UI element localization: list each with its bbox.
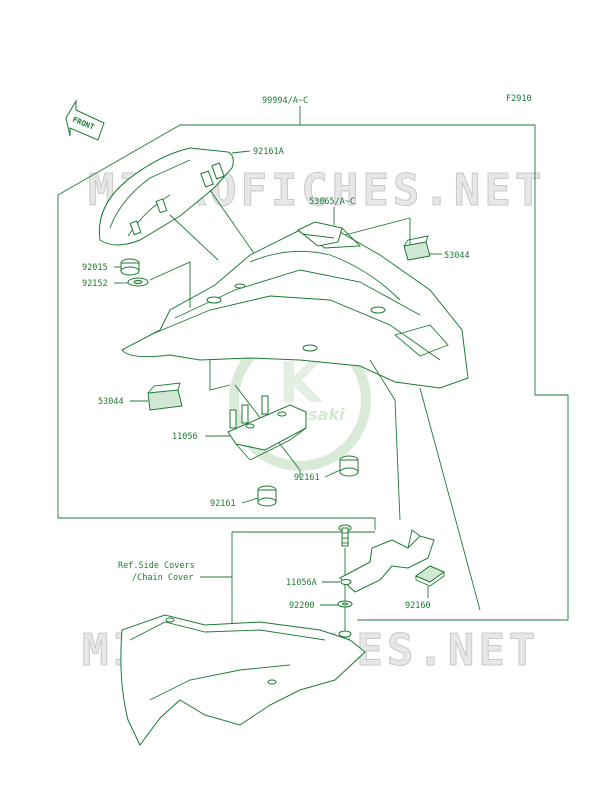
- label-92152: 92152: [82, 279, 108, 289]
- projection-line-c: [419, 387, 481, 611]
- bolt: [338, 524, 352, 547]
- grommet-92015: [120, 258, 140, 276]
- figure-code: F2910: [506, 94, 532, 104]
- side-cover-ref: [120, 614, 366, 746]
- pad-53044-left: [147, 382, 183, 411]
- leader-92161A: [231, 150, 251, 154]
- label-53044-left: 53044: [98, 397, 124, 407]
- ref-note-line1: Ref.Side Covers: [118, 561, 195, 571]
- leader-53065-b: [344, 217, 411, 236]
- mount-point: [338, 630, 352, 638]
- label-53044-right: 53044: [444, 251, 470, 261]
- projection-line-d: [234, 384, 301, 478]
- pad-53044-right: [403, 235, 431, 261]
- collar-92152: [127, 277, 149, 287]
- label-11056: 11056: [172, 432, 198, 442]
- label-92161A: 92161A: [253, 147, 284, 157]
- assembly-outline-right: [180, 124, 569, 621]
- label-92160: 92160: [405, 601, 431, 611]
- bracket-11056A: [339, 529, 435, 593]
- leader-collar-ref: [149, 261, 191, 308]
- label-92161-right: 92161: [294, 473, 320, 483]
- leader-92161-left: [241, 497, 259, 504]
- bracket-11056: [227, 395, 307, 461]
- seat-cowl: [98, 147, 261, 263]
- label-11056A: 11056A: [286, 578, 317, 588]
- damper-92161-left: [257, 485, 277, 507]
- washer-92200: [337, 600, 353, 608]
- decal-53065: [297, 221, 343, 247]
- assembly-outline-left: [57, 124, 376, 530]
- projection-line-b: [369, 359, 401, 521]
- ref-note-line2: /Chain Cover: [132, 573, 193, 583]
- label-92015: 92015: [82, 263, 108, 273]
- label-92200: 92200: [289, 601, 315, 611]
- front-arrow-icon: FRONT: [65, 99, 105, 141]
- label-53065: 53065/A~C: [309, 197, 355, 207]
- damper-92161-right: [339, 455, 359, 477]
- label-99994: 99994/A~C: [262, 96, 308, 106]
- leader-92161-right: [324, 469, 341, 478]
- pad-92160: [414, 565, 446, 587]
- label-92161-left: 92161: [210, 499, 236, 509]
- projection-line-a: [209, 360, 231, 391]
